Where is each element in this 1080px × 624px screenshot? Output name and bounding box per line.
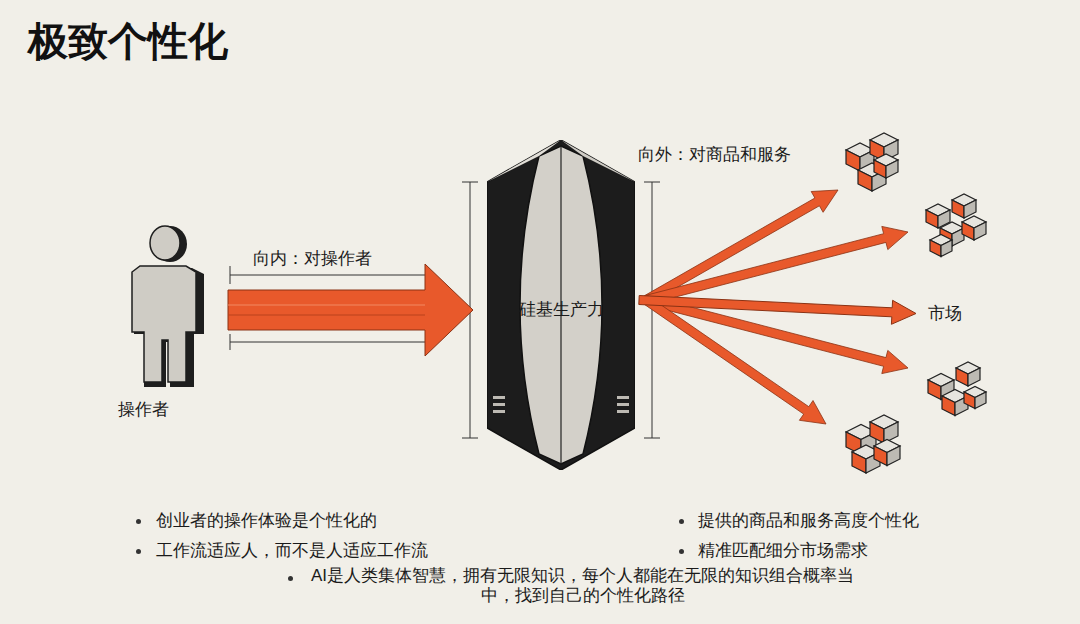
bullet-text: 提供的商品和服务高度个性化 [698, 509, 919, 534]
device-vent [493, 403, 505, 406]
connector [228, 264, 473, 356]
connector-arrow [228, 264, 473, 356]
fan-arrow [644, 190, 838, 304]
cube-left [962, 222, 974, 240]
bullet-dot [679, 519, 684, 524]
device-vent [617, 403, 629, 406]
bullet-dot [288, 576, 293, 581]
dimension-line [230, 342, 425, 343]
cube-left [942, 396, 955, 416]
market-text: 市场 [928, 302, 962, 325]
production-device: 硅基生产力 [487, 140, 635, 470]
product-icon [928, 362, 986, 416]
operator-figure: 操作者 [112, 222, 222, 422]
bullet-text: 工作流适应人，而不是人适应工作流 [156, 539, 428, 564]
cube-right [941, 240, 952, 257]
cube-left [846, 150, 860, 171]
device-vent [493, 410, 505, 413]
dimension-tick [644, 182, 660, 183]
product-icon [846, 133, 898, 191]
dimension-tick [462, 438, 478, 439]
cube-left [964, 392, 975, 409]
arrow-highlight [228, 304, 425, 305]
device-vent [617, 396, 629, 399]
bullet-text: 精准匹配细分市场需求 [698, 539, 868, 564]
device-vent [493, 396, 505, 399]
cube-left [852, 452, 866, 473]
person-head [150, 226, 180, 260]
cube-right [974, 222, 986, 240]
person-body [132, 266, 196, 382]
cube-right [964, 200, 976, 218]
person-icon [112, 222, 222, 387]
product-icon [846, 415, 900, 473]
cube-left [926, 210, 938, 228]
dimension-tick [230, 334, 231, 350]
device-shell [487, 140, 635, 470]
cube-left [870, 422, 884, 443]
dimension-tick [230, 266, 231, 284]
cube-right [887, 446, 900, 466]
cube-right [975, 392, 986, 409]
connector-arrow [639, 296, 916, 325]
cube-left [858, 170, 872, 191]
cube-right [886, 160, 898, 178]
bullet-text: AI是人类集体智慧，拥有无限知识，每个人都能在无限的知识组合概率当中，找到自己的… [300, 566, 865, 607]
connector [639, 296, 916, 325]
slide-title: 极致个性化 [28, 14, 228, 69]
arrow-shade [228, 314, 425, 315]
cube-left [956, 368, 968, 386]
bullet-dot [679, 549, 684, 554]
cube-left [874, 160, 886, 178]
fan-arrow [645, 226, 908, 304]
product-icon [926, 194, 986, 257]
bullet-dot [136, 549, 141, 554]
cube-left [928, 380, 941, 400]
dimension-line [230, 275, 425, 276]
device-top-left [487, 140, 561, 182]
outward-label: 向外：对商品和服务 [638, 143, 791, 168]
operator-label: 操作者 [118, 398, 169, 421]
device-label: 硅基生产力 [487, 298, 635, 321]
device-vent [617, 410, 629, 413]
bullet-text: 创业者的操作体验是个性化的 [156, 509, 377, 534]
fan-arrow [643, 296, 826, 424]
cube-right [968, 368, 980, 386]
product-icons [846, 133, 986, 473]
cube-left [952, 200, 964, 218]
dimension-tick [462, 182, 478, 183]
cube-left [874, 446, 887, 466]
bullet-dot [136, 519, 141, 524]
device-top-right [561, 140, 635, 182]
edge-label: 向内：对操作者 [250, 247, 375, 272]
market-label: 市场 [922, 296, 968, 331]
dimension-tick [644, 438, 660, 439]
cube-left [930, 240, 941, 257]
